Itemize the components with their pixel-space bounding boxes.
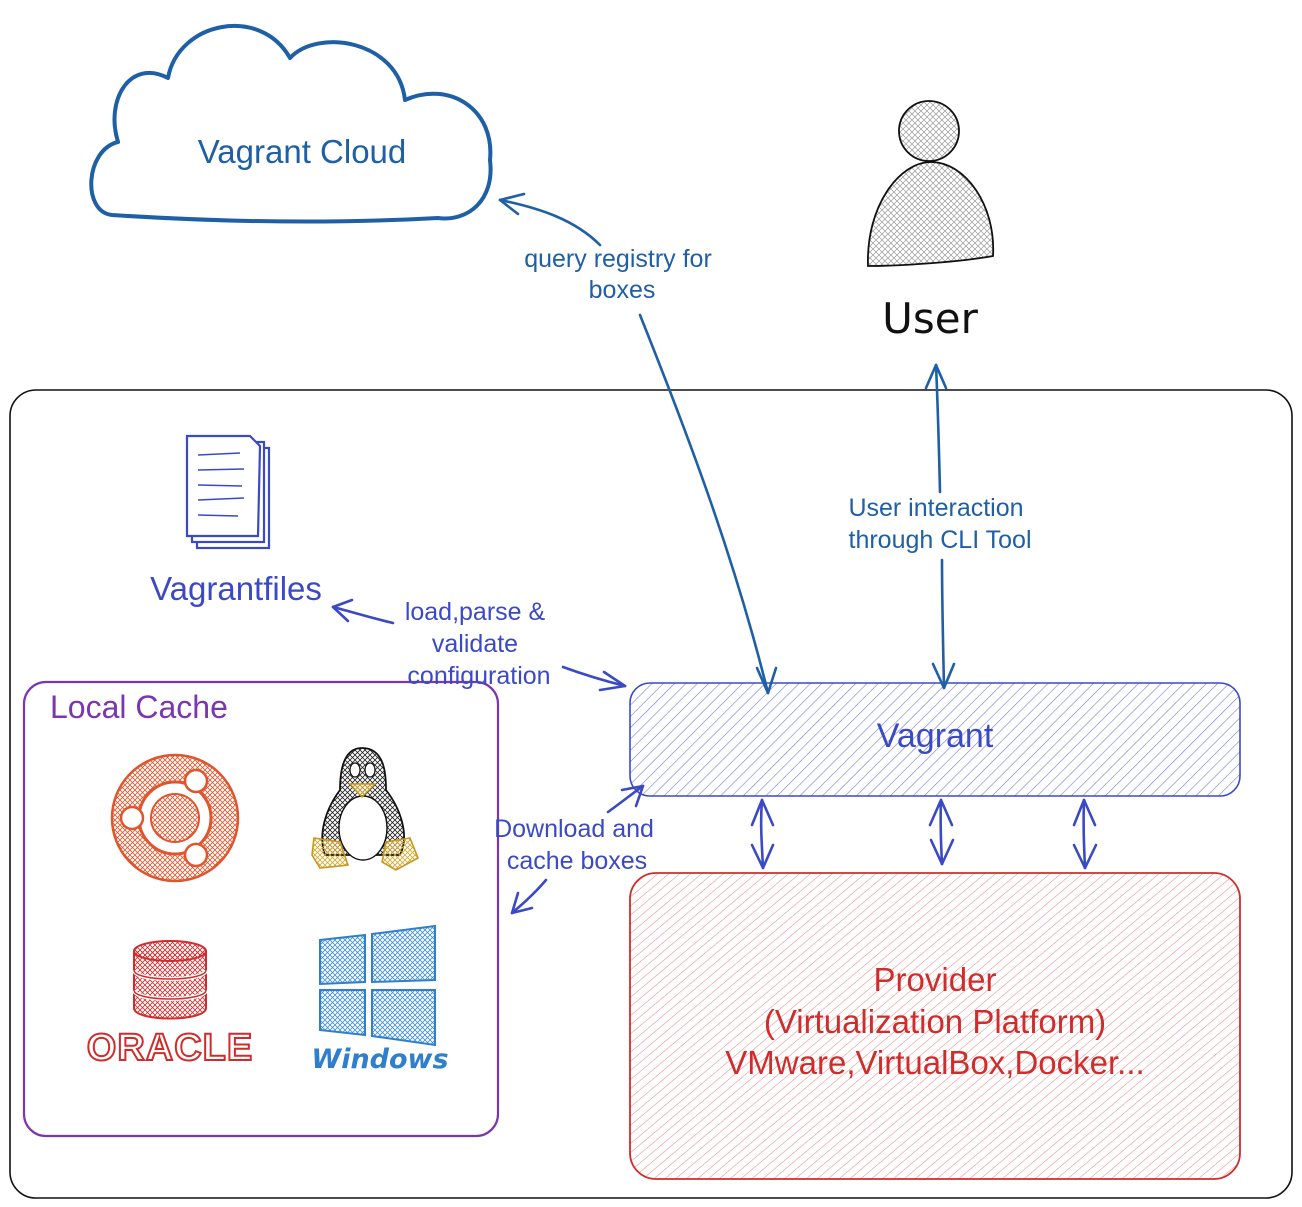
provider-examples: VMware,VirtualBox,Docker...	[725, 1044, 1144, 1081]
user-head-icon	[898, 100, 960, 162]
windows-wordmark: Windows	[311, 1044, 448, 1075]
windows-logo-icon: Windows	[311, 924, 449, 1075]
user-label: User	[882, 294, 978, 343]
cloud-label: Vagrant Cloud	[198, 133, 407, 170]
edge-download-label-line1: Download and	[494, 815, 654, 843]
edge-load-configuration	[331, 598, 627, 692]
local-cache-label: Local Cache	[50, 689, 228, 725]
cloud-icon	[89, 24, 493, 224]
vagrant-cloud-node[interactable]: Vagrant Cloud	[89, 24, 493, 224]
linux-tux-icon	[311, 747, 420, 871]
local-cache-box	[22, 680, 500, 1138]
local-cache-node[interactable]: Local Cache ORACLE	[22, 680, 500, 1138]
system-boundary	[9, 389, 1293, 1199]
edge-query-registry	[498, 192, 778, 695]
edge-user-label-line1: User interaction	[848, 494, 1023, 522]
ubuntu-logo-icon	[110, 753, 240, 883]
provider-title: Provider	[874, 961, 997, 998]
provider-node[interactable]: Provider (Virtualization Platform) VMwar…	[629, 872, 1241, 1180]
edge-download-label-line2: cache boxes	[507, 847, 647, 875]
edge-user-label-line2: through CLI Tool	[849, 526, 1032, 554]
vagrant-node[interactable]: Vagrant	[629, 682, 1241, 797]
provider-box	[629, 872, 1241, 1180]
document-stack-icon	[185, 434, 271, 550]
vagrant-label: Vagrant	[877, 717, 994, 755]
oracle-logo-icon: ORACLE	[86, 940, 253, 1070]
edge-user-interaction	[924, 363, 956, 690]
vagrantfiles-label: Vagrantfiles	[150, 570, 322, 607]
edge-vagrant-provider	[750, 798, 1098, 870]
vagrant-box	[629, 682, 1241, 797]
oracle-wordmark: ORACLE	[87, 1027, 253, 1069]
provider-subtitle: (Virtualization Platform)	[764, 1003, 1106, 1040]
user-body-icon	[867, 161, 994, 267]
edge-query-label-line1: query registry for	[524, 245, 712, 273]
edge-load-label-line3: configuration	[407, 662, 550, 690]
edge-load-label-line2: validate	[432, 630, 518, 658]
edge-download-cache	[510, 784, 645, 915]
vagrantfiles-node[interactable]: Vagrantfiles	[150, 434, 322, 607]
edge-query-label-line2: boxes	[589, 276, 656, 304]
edge-load-label-line1: load,parse &	[405, 598, 546, 626]
user-node[interactable]: User	[867, 100, 994, 343]
